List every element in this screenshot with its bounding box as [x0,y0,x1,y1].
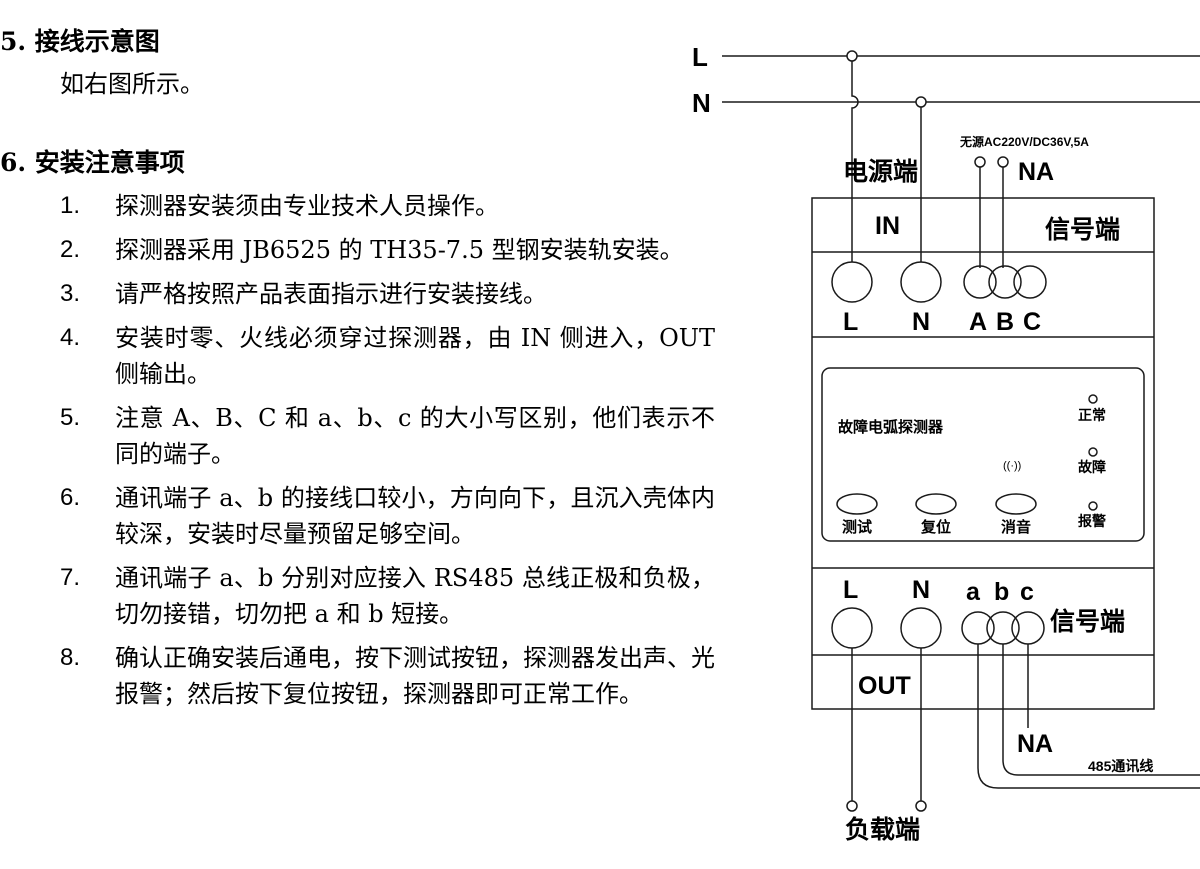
terminal-a-small-label: a [966,578,981,606]
terminal-b-small [986,611,1020,645]
signal-terminal-top-label: 信号端 [1045,216,1120,244]
step-item: 1.探测器安装须由专业技术人员操作。 [60,192,499,220]
terminal-a [963,265,997,299]
terminal-l-bottom [831,607,873,649]
terminal-n-bottom [900,607,942,649]
terminal-c-label: C [1023,308,1041,336]
terminal-b-label: B [996,308,1014,336]
device-enclosure [811,197,1155,710]
installation-steps: 1.探测器安装须由专业技术人员操作。 2.探测器采用 JB6525 的 TH35… [0,188,715,720]
in-label: IN [875,212,900,240]
step-item: 6.通讯端子 a、b 的接线口较小，方向向下，且沉入壳体内较深，安装时尽量预留足… [60,484,715,548]
section5-title: 5. 接线示意图 [0,27,160,56]
terminal-b-small-label: b [994,578,1009,606]
sound-icon: ((·)) [1003,460,1021,472]
power-terminal-label: 电源端 [843,158,918,186]
reset-button [915,493,957,515]
na-bottom-label: NA [1017,730,1053,758]
test-button-label: 测试 [842,518,872,536]
terminal-b [988,265,1022,299]
terminal-a-small [961,611,995,645]
comm-line-label: 485通讯线 [1088,758,1153,774]
front-panel [821,367,1145,542]
terminal-a-label: A [969,308,987,336]
relay-rating-label: 无源AC220V/DC36V,5A [959,134,1089,149]
step-item: 5.注意 A、B、C 和 a、b、c 的大小写区别，他们表示不同的端子。 [60,404,715,468]
step-item: 3.请严格按照产品表面指示进行安装接线。 [60,280,547,308]
na-top-label: NA [1018,158,1054,186]
terminal-c-small-label: c [1020,578,1034,606]
terminal-c-small [1011,611,1045,645]
line-n-label: N [692,88,711,118]
l-junction-node [846,50,858,62]
led-fault-icon [1088,447,1098,457]
n-junction-node [915,96,927,108]
out-label: OUT [858,672,911,700]
section6-title: 6. 安装注意事项 [0,148,185,177]
load-terminal-label: 负载端 [845,816,920,844]
step-item: 4.安装时零、火线必须穿过探测器，由 IN 侧进入，OUT 侧输出。 [60,324,715,388]
comm-wire-b [1002,644,1200,776]
step-item: 2.探测器采用 JB6525 的 TH35-7.5 型钢安装轨安装。 [60,236,684,264]
mute-button-label: 消音 [1001,518,1031,536]
terminal-l-bottom-label: L [843,576,858,604]
comm-wire-a [977,644,1200,789]
led-alarm-icon [1088,501,1098,511]
device-name-label: 故障电弧探测器 [838,418,944,436]
line-l-label: L [692,42,708,72]
led-alarm-label: 报警 [1078,513,1106,529]
load-l-node [846,800,858,812]
na-node-2 [997,156,1009,168]
section5-text: 如右图所示。 [60,70,204,98]
reset-button-label: 复位 [920,518,951,536]
terminal-l-top-label: L [843,308,858,336]
test-button [836,493,878,515]
terminal-l-top [831,261,873,303]
signal-terminal-bottom-label: 信号端 [1050,608,1125,636]
terminal-n-top-label: N [912,308,930,336]
l-drop-wire [851,56,859,262]
terminal-n-bottom-label: N [912,576,930,604]
instructions-panel: 5. 接线示意图 如右图所示。 6. 安装注意事项 1.探测器安装须由专业技术人… [0,27,715,708]
led-normal-icon [1088,394,1098,404]
mute-button [995,493,1037,515]
load-n-node [915,800,927,812]
led-normal-label: 正常 [1078,407,1106,423]
na-node-1 [974,156,986,168]
step-item: 8.确认正确安装后通电，按下测试按钮，探测器发出声、光报警；然后按下复位按钮，探… [60,644,715,708]
terminal-c [1013,265,1047,299]
step-item: 7.通讯端子 a、b 分别对应接入 RS485 总线正极和负极，切勿接错，切勿把… [60,564,715,628]
terminal-n-top [900,261,942,303]
led-fault-label: 故障 [1078,459,1106,475]
